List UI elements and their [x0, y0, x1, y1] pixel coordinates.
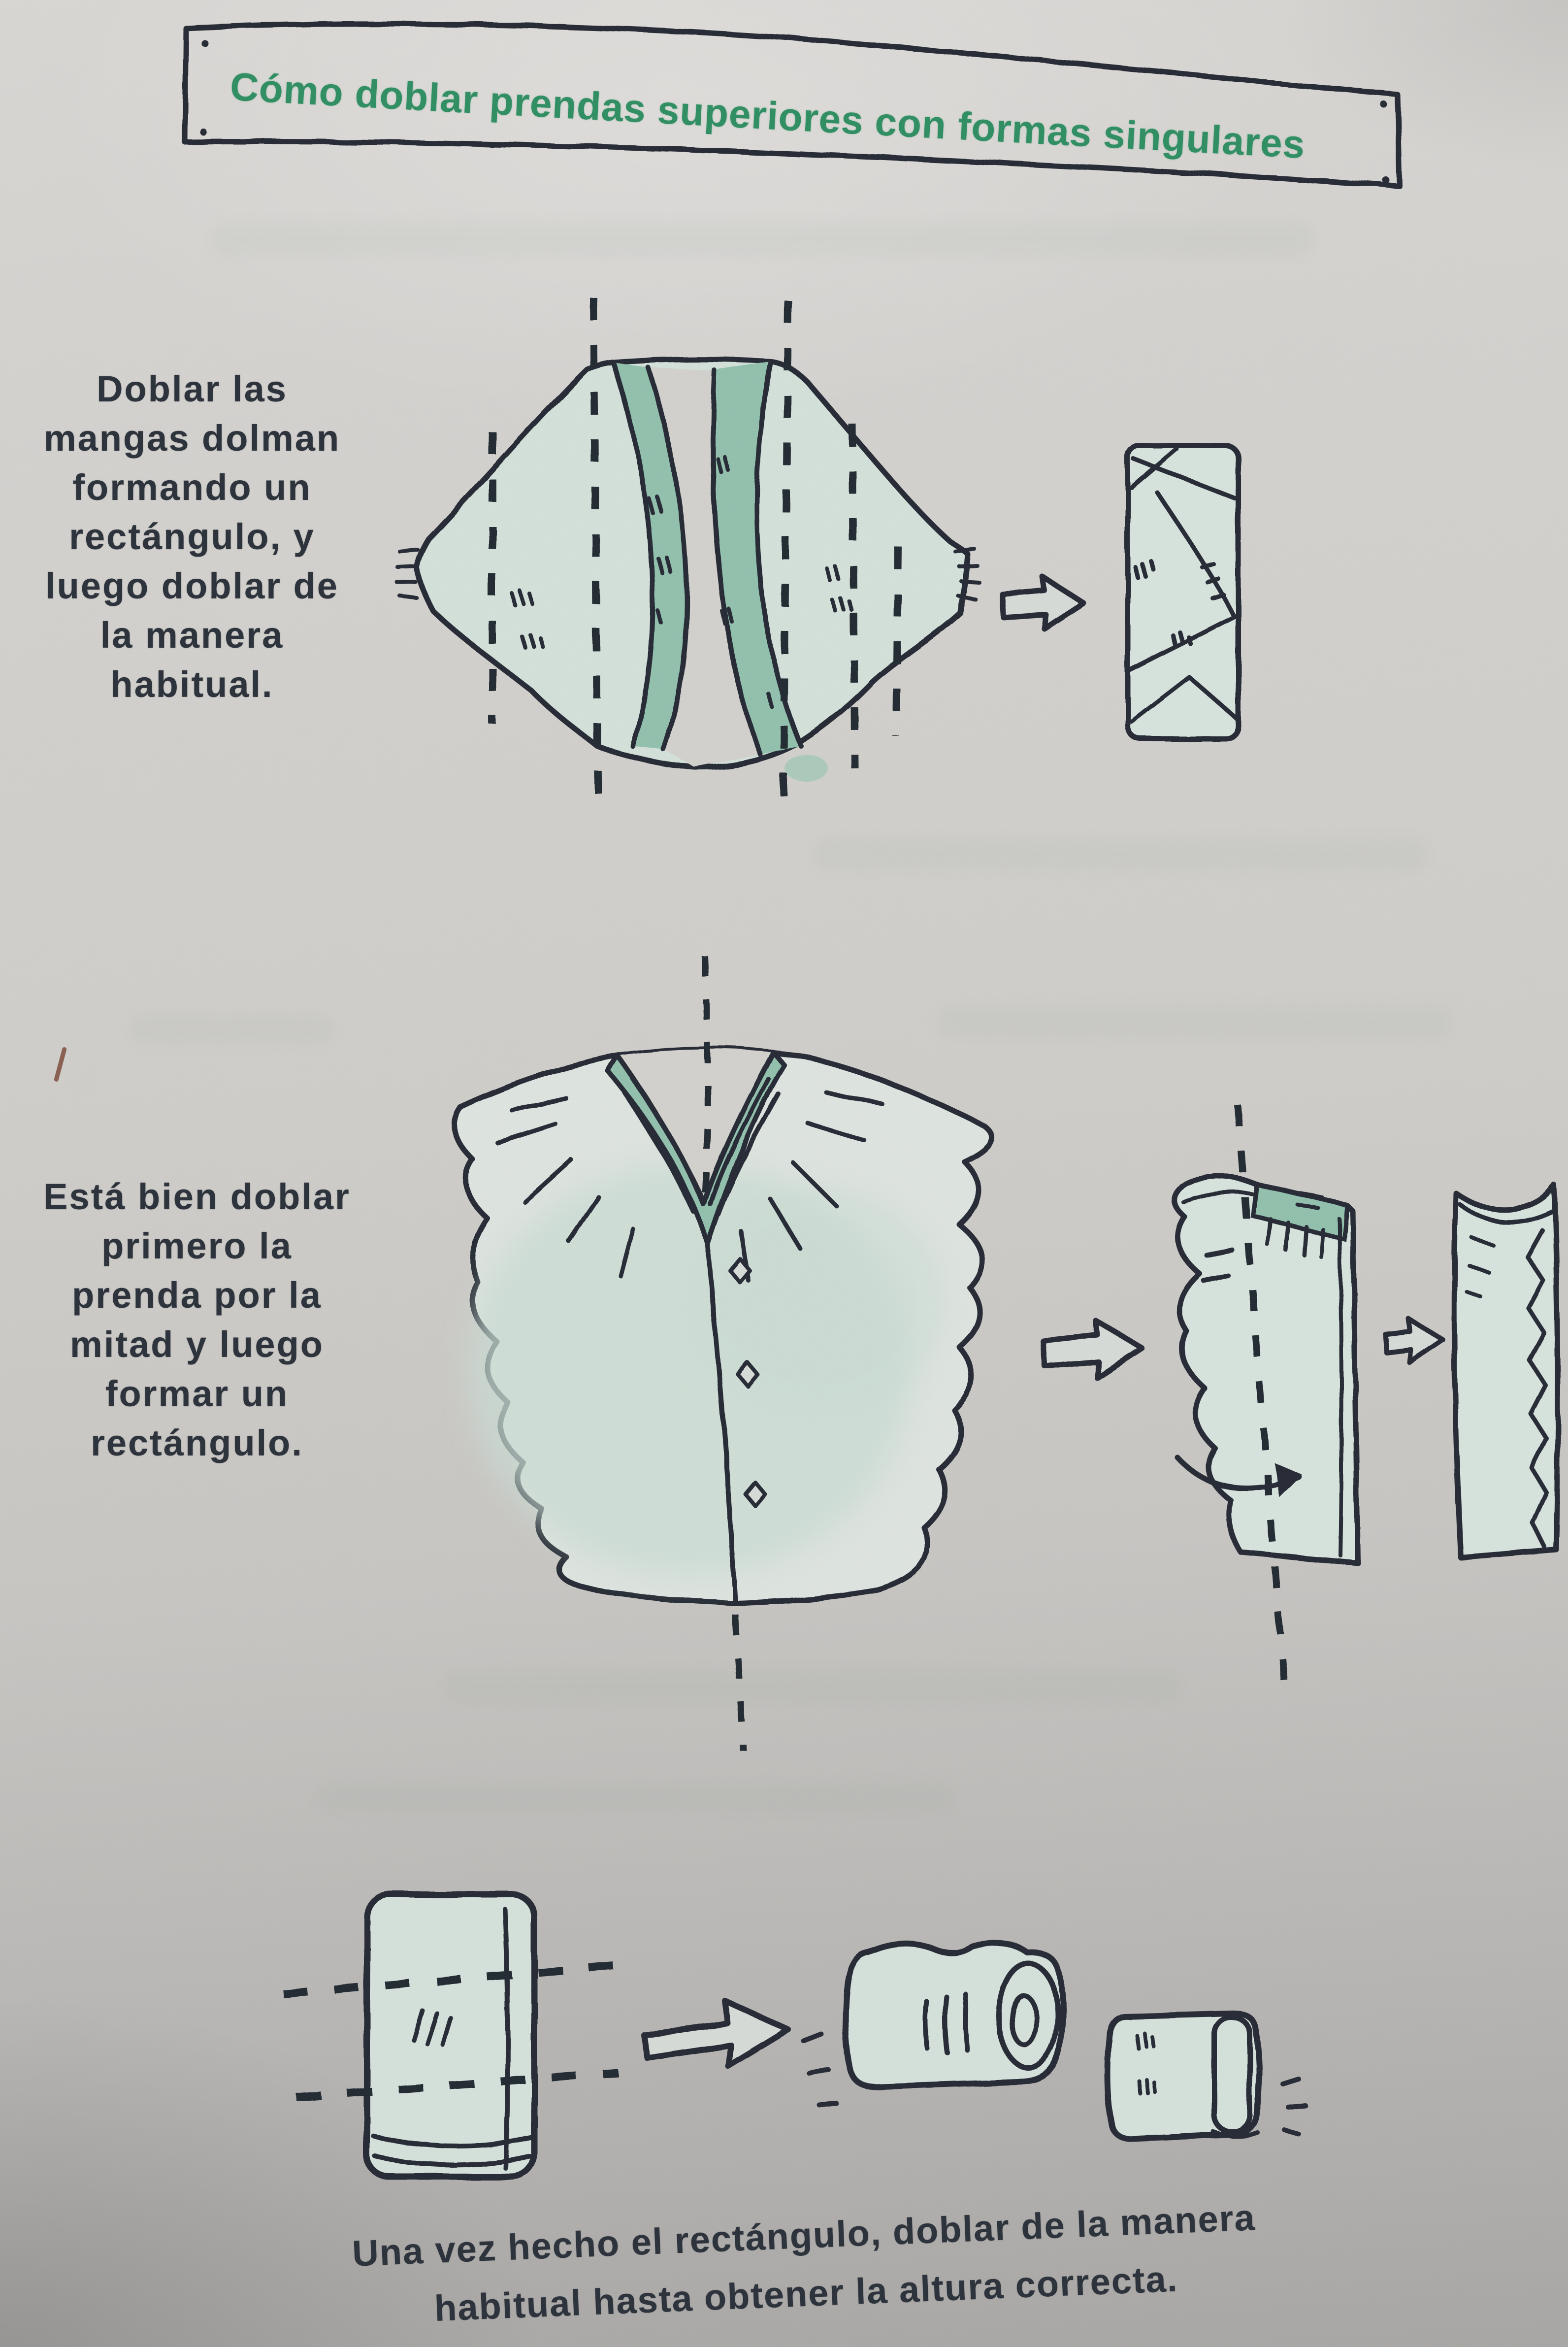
stray-pen-mark	[54, 1047, 67, 1082]
upright-folded-bundle	[1108, 2014, 1259, 2139]
bleed-through-smudge	[212, 222, 1315, 256]
folded-rectangle-result	[1128, 446, 1239, 739]
dolman-top-diagram	[397, 360, 979, 782]
mint-shading	[689, 1187, 946, 1414]
emphasis-ticks	[1283, 2080, 1305, 2134]
step1-text-line: rectángulo, y	[15, 512, 369, 562]
step1-text-line: la manera	[15, 611, 369, 660]
narrow-folded-result	[1454, 1185, 1558, 1557]
step2-illustration	[384, 936, 1568, 1773]
scalloped-top-diagram	[454, 1049, 992, 1603]
teal-shade-blob	[785, 755, 828, 782]
corner-dot	[200, 129, 207, 135]
small-right-arrow-icon	[1385, 1318, 1443, 1362]
step2-text-line: rectángulo.	[20, 1419, 374, 1468]
step1-text-line: luego doblar de	[15, 562, 369, 611]
corner-dot	[201, 39, 208, 46]
half-folded-top	[1174, 1105, 1358, 1693]
step1-illustration	[389, 276, 1271, 852]
flat-folded-rectangle	[367, 1894, 534, 2177]
step1-text: Doblar las mangas dolman formando un rec…	[15, 364, 369, 709]
step3-illustration	[256, 1862, 1359, 2236]
step1-text-line: mangas dolman	[15, 414, 369, 463]
step2-text-line: Está bien doblar	[20, 1172, 374, 1222]
corner-dot	[1380, 101, 1387, 108]
step2-text-line: primero la	[20, 1222, 374, 1271]
emphasis-ticks	[804, 2034, 836, 2105]
rolled-garment	[846, 1943, 1063, 2086]
step1-text-line: formando un	[15, 463, 369, 512]
step2-text: Está bien doblar primero la prenda por l…	[20, 1172, 374, 1468]
step1-text-line: habitual.	[15, 660, 369, 709]
corner-dot	[1383, 177, 1390, 184]
right-arrow-icon	[644, 2001, 788, 2066]
step1-text-line: Doblar las	[15, 364, 369, 414]
bleed-through-smudge	[315, 1783, 955, 1813]
step2-text-line: formar un	[20, 1369, 374, 1419]
right-arrow-icon	[1002, 576, 1083, 628]
step2-text-line: mitad y luego	[20, 1320, 374, 1369]
right-arrow-icon	[1043, 1320, 1142, 1377]
step2-text-line: prenda por la	[20, 1271, 374, 1320]
bleed-through-smudge	[128, 1015, 335, 1044]
